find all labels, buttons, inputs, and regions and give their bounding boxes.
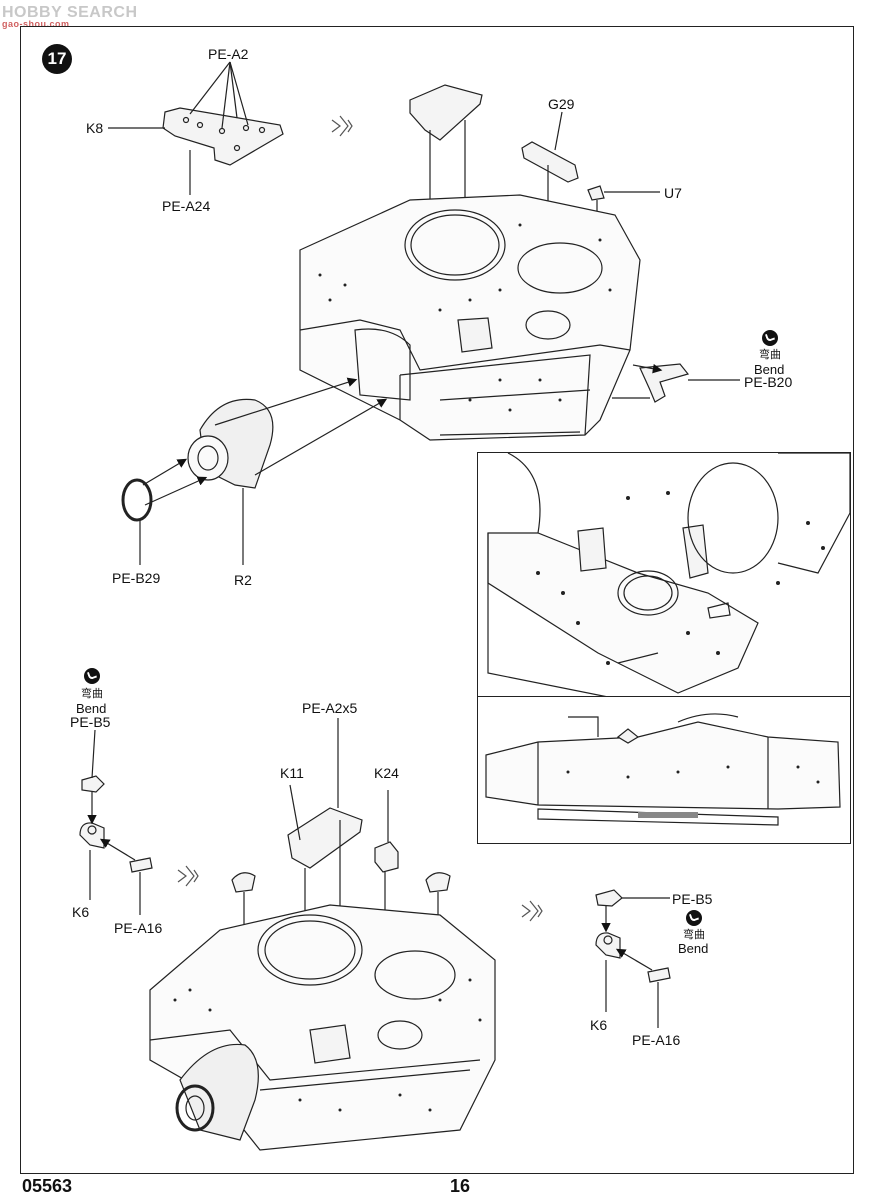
bend-icon <box>686 910 702 926</box>
label-bend-cn-2: 弯曲 <box>81 688 103 700</box>
label-bend-en-3: Bend <box>678 941 709 956</box>
label-pe-b20: PE-B20 <box>744 374 793 390</box>
label-bend-en-2: Bend <box>76 701 107 716</box>
page-frame <box>20 26 854 1174</box>
detail-inset-bottom <box>477 696 851 844</box>
page-number: 16 <box>450 1176 471 1196</box>
label-pe-a2: PE-A2 <box>208 46 249 62</box>
label-pe-b5-1: PE-B5 <box>70 714 111 730</box>
label-k24: K24 <box>374 765 399 781</box>
label-bend-cn-3: 弯曲 <box>683 929 705 941</box>
detail-inset-top <box>477 452 851 698</box>
label-pe-b29: PE-B29 <box>112 570 161 586</box>
label-bend-cn-1: 弯曲 <box>759 349 781 361</box>
label-pe-a2x5: PE-A2x5 <box>302 700 358 716</box>
catalog-number: 05563 <box>22 1176 73 1196</box>
label-bend-en-1: Bend <box>754 362 785 377</box>
label-r2: R2 <box>234 572 252 588</box>
label-u7: U7 <box>664 185 682 201</box>
label-g29: G29 <box>548 96 575 112</box>
label-pe-a16-1: PE-A16 <box>114 920 163 936</box>
label-k6-2: K6 <box>590 1017 608 1033</box>
bend-icon <box>762 330 778 346</box>
step-number-badge: 17 <box>42 44 72 74</box>
watermark: HOBBY SEARCH gao-shou.com <box>2 4 138 29</box>
label-pe-b5-2: PE-B5 <box>672 891 713 907</box>
label-k8: K8 <box>86 120 104 136</box>
label-pe-a24: PE-A24 <box>162 198 211 214</box>
label-k11: K11 <box>280 765 304 781</box>
label-k6-1: K6 <box>72 904 90 920</box>
bend-icon <box>84 668 100 684</box>
label-pe-a16-2: PE-A16 <box>632 1032 681 1048</box>
